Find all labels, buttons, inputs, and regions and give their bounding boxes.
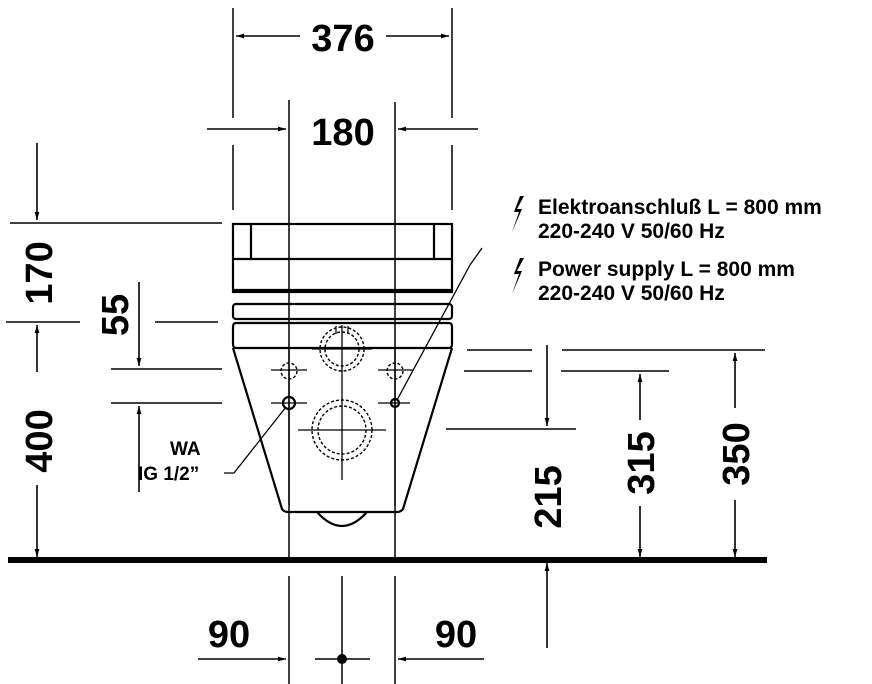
lightning-bolt-icon	[512, 258, 524, 294]
dim-90-right-label: 90	[435, 614, 477, 656]
dimension-55	[111, 282, 222, 492]
dimension-376	[232, 8, 453, 118]
electric-note-en-line2: 220-240 V 50/60 Hz	[538, 282, 725, 305]
dim-400-label: 400	[19, 409, 61, 472]
dim-90-left-label: 90	[208, 614, 250, 656]
water-connection-label-line1: WA	[170, 439, 201, 460]
centerlines	[271, 325, 413, 505]
power-connection-hole	[389, 397, 401, 409]
hidden-circles	[280, 326, 404, 461]
lightning-bolt-icon	[512, 196, 524, 232]
water-leader-line	[224, 406, 287, 474]
electric-note-de-line1: Elektroanschluß L = 800 mm	[538, 196, 822, 219]
dim-180-label: 180	[311, 112, 374, 154]
toilet-body	[231, 222, 454, 527]
center-point	[337, 654, 347, 664]
dim-55-label: 55	[95, 294, 137, 336]
dim-376-label: 376	[311, 18, 374, 60]
dimension-215-315-350	[446, 345, 765, 648]
electric-note-de-line2: 220-240 V 50/60 Hz	[538, 220, 725, 243]
water-connection-hole	[281, 395, 297, 411]
water-connection-label-line2: IG 1/2”	[138, 464, 200, 485]
power-leader-line	[396, 264, 471, 401]
dim-350-label: 350	[716, 422, 758, 485]
dimension-170-400	[6, 143, 222, 557]
dim-215-label: 215	[528, 465, 570, 528]
dim-315-label: 315	[621, 431, 663, 494]
dim-170-label: 170	[19, 241, 61, 304]
electric-note-en-line1: Power supply L = 800 mm	[538, 258, 795, 281]
